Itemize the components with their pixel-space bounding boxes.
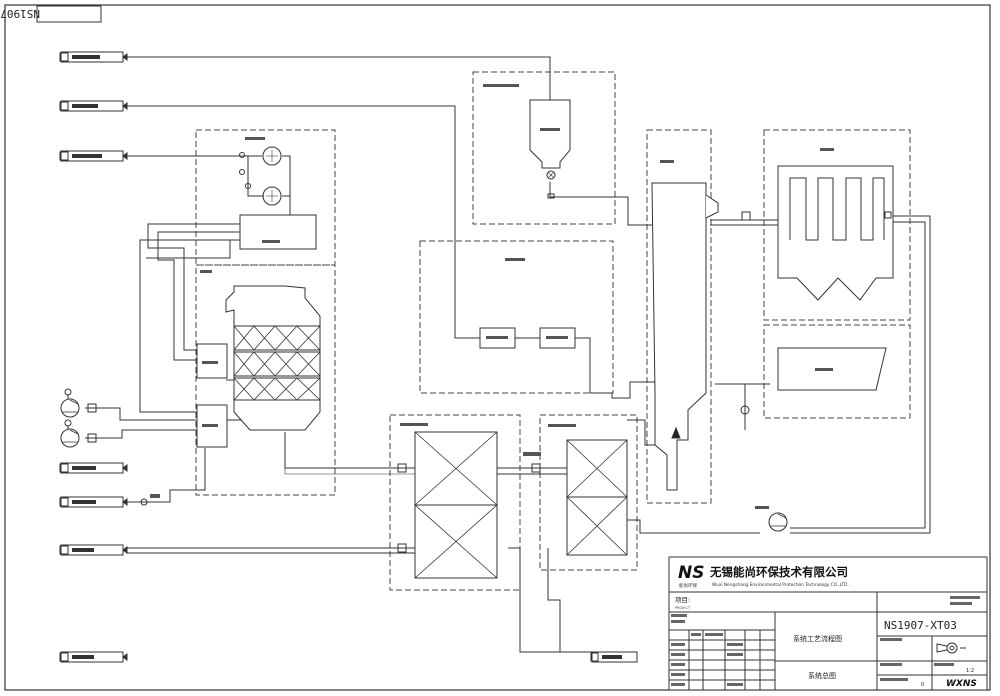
project-label: 项目: <box>675 596 690 604</box>
drawing-number: NS1907-XT03 <box>884 619 957 632</box>
area-box-heat-exchanger-1 <box>389 414 521 591</box>
title-block <box>668 556 988 691</box>
project-label-en: PROJECT <box>675 606 691 610</box>
pump-1-icon <box>239 146 282 166</box>
scale-value: 1:2 <box>966 668 974 674</box>
company-logo: NS <box>678 563 704 583</box>
company-name-cn: 无锡能尚环保技术有限公司 <box>709 565 848 579</box>
bag-filter <box>741 148 894 301</box>
heat-exchanger-2 <box>523 424 628 556</box>
area-box-burner <box>195 264 336 496</box>
company-logo-subtitle: 能尚环保 <box>679 582 697 589</box>
company-name-en: Wuxi Nengshang Environmental Protection … <box>712 582 849 588</box>
drawing-subtitle: 系统总图 <box>808 671 836 680</box>
fan-1-icon <box>60 388 97 418</box>
pump-control-box <box>239 214 317 250</box>
induced-fan-icon <box>755 506 788 532</box>
absorber-tower <box>651 160 750 491</box>
area-box-control <box>419 240 614 394</box>
drawing-border <box>4 4 991 691</box>
area-box-heat-exchanger-2 <box>539 414 638 571</box>
heat-exchanger-1 <box>397 423 498 579</box>
reactor-vessel <box>225 285 321 431</box>
brand-mark: WXNS <box>946 679 977 689</box>
sheet-value: 0 <box>921 682 924 688</box>
area-box-ash <box>763 324 911 419</box>
fan-2-icon <box>60 419 97 448</box>
area-box-silo <box>472 71 616 225</box>
silo-hopper <box>483 84 571 199</box>
area-box-tower <box>646 129 712 504</box>
area-box-pump-station <box>195 129 336 266</box>
drawing-title: 系统工艺流程图 <box>793 634 842 643</box>
pump-2-icon <box>239 169 282 206</box>
drawing-number-top: NS1907-XT03 <box>0 7 40 20</box>
